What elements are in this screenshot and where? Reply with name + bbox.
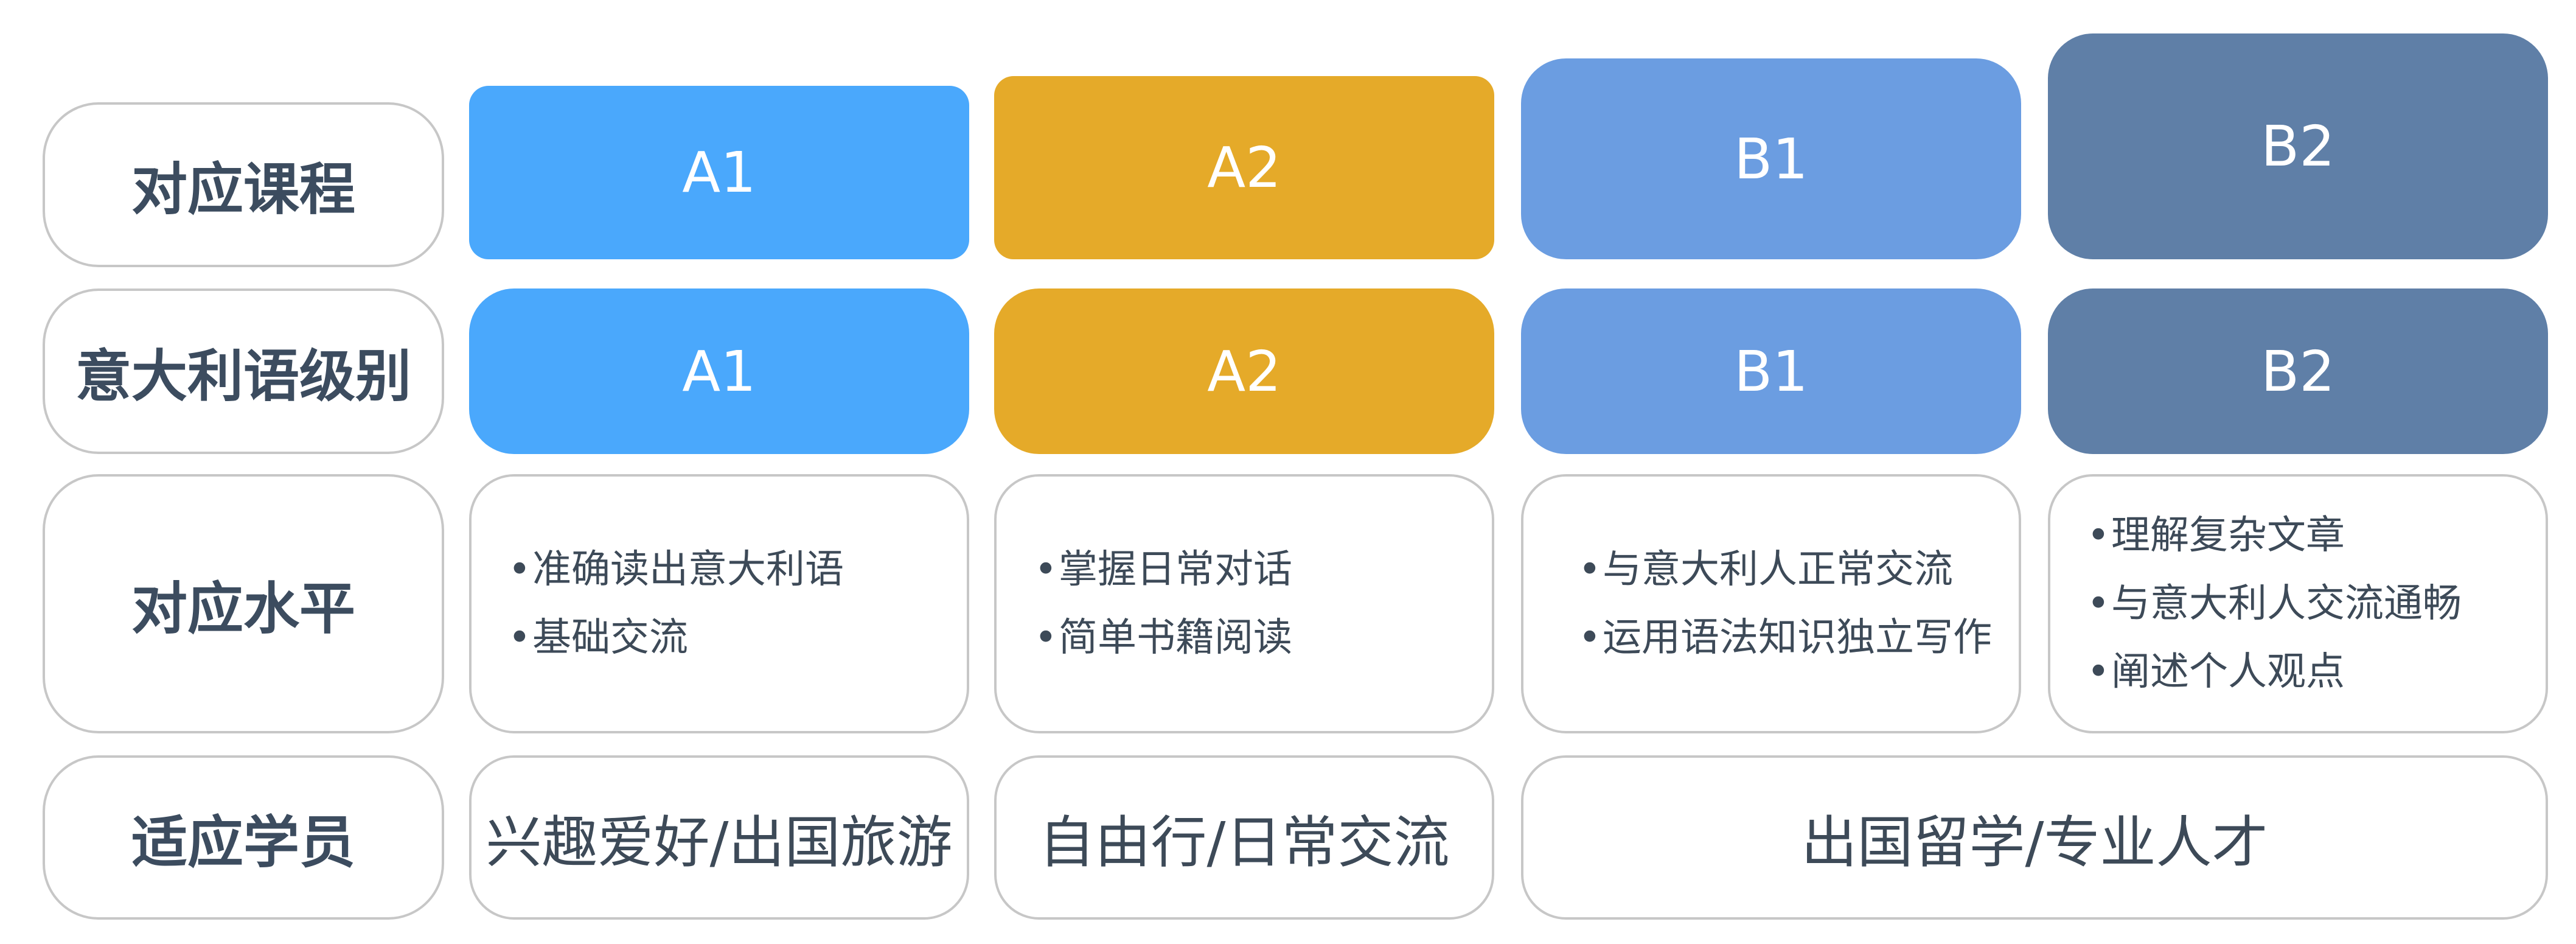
ability-item: 准确读出意大利语 (508, 550, 844, 589)
course-b2: B2 (2048, 33, 2548, 259)
ability-list: 理解复杂文章 与意大利人交流通畅 阐述个人观点 (2087, 516, 2462, 691)
proficiency-b1: 与意大利人正常交流 运用语法知识独立写作 (1521, 474, 2021, 733)
course-b1: B1 (1521, 58, 2021, 259)
ability-item: 基础交流 (508, 618, 844, 657)
course-a1: A1 (469, 86, 969, 259)
ability-list: 准确读出意大利语 基础交流 (508, 550, 844, 657)
ability-item: 与意大利人交流通畅 (2087, 584, 2462, 623)
proficiency-a1: 准确读出意大利语 基础交流 (469, 474, 969, 733)
row-label-level: 意大利语级别 (43, 288, 444, 454)
proficiency-a2: 掌握日常对话 简单书籍阅读 (994, 474, 1494, 733)
row-label-proficiency: 对应水平 (43, 474, 444, 733)
level-a1: A1 (469, 288, 969, 454)
level-a2: A2 (994, 288, 1494, 454)
course-a2: A2 (994, 76, 1494, 259)
audience-a2: 自由行/日常交流 (994, 755, 1494, 920)
row-label-course: 对应课程 (43, 102, 444, 267)
ability-list: 与意大利人正常交流 运用语法知识独立写作 (1578, 550, 1992, 657)
ability-item: 运用语法知识独立写作 (1578, 618, 1992, 657)
proficiency-b2: 理解复杂文章 与意大利人交流通畅 阐述个人观点 (2048, 474, 2548, 733)
audience-b: 出国留学/专业人才 (1521, 755, 2548, 920)
ability-item: 掌握日常对话 (1034, 550, 1292, 589)
ability-item: 理解复杂文章 (2087, 516, 2462, 555)
ability-item: 阐述个人观点 (2087, 652, 2462, 691)
ability-list: 掌握日常对话 简单书籍阅读 (1034, 550, 1292, 657)
ability-item: 与意大利人正常交流 (1578, 550, 1992, 589)
row-label-audience: 适应学员 (43, 755, 444, 920)
level-b1: B1 (1521, 288, 2021, 454)
level-b2: B2 (2048, 288, 2548, 454)
audience-a1: 兴趣爱好/出国旅游 (469, 755, 969, 920)
ability-item: 简单书籍阅读 (1034, 618, 1292, 657)
